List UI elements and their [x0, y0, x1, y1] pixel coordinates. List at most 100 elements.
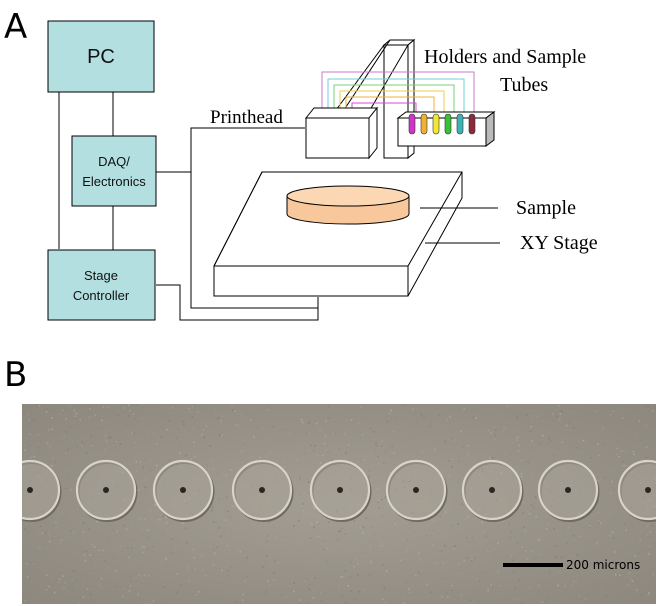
- grain-speck: [218, 596, 221, 599]
- grain-speck: [357, 574, 359, 576]
- grain-speck: [102, 406, 105, 408]
- tube-magenta: [408, 113, 416, 135]
- grain-speck: [106, 567, 109, 569]
- grain-speck: [380, 499, 383, 501]
- grain-speck: [258, 527, 261, 529]
- grain-speck: [614, 598, 617, 600]
- grain-speck: [97, 454, 99, 457]
- grain-speck: [622, 452, 625, 454]
- grain-speck: [538, 584, 540, 587]
- grain-speck: [174, 548, 176, 550]
- grain-speck: [491, 457, 493, 459]
- grain-speck: [227, 569, 229, 572]
- grain-speck: [622, 596, 625, 598]
- grain-speck: [175, 437, 178, 439]
- grain-speck: [26, 530, 29, 532]
- grain-speck: [360, 406, 362, 408]
- grain-speck: [344, 433, 346, 435]
- grain-speck: [128, 590, 131, 592]
- grain-speck: [82, 531, 85, 533]
- grain-speck: [72, 589, 74, 591]
- grain-speck: [516, 416, 518, 418]
- grain-speck: [377, 456, 380, 458]
- grain-speck: [180, 433, 182, 436]
- grain-speck: [129, 410, 131, 412]
- grain-speck: [313, 450, 315, 452]
- grain-speck: [515, 598, 518, 600]
- grain-speck: [545, 417, 548, 419]
- grain-speck: [311, 578, 313, 580]
- grain-speck: [49, 446, 52, 448]
- grain-speck: [648, 405, 650, 408]
- grain-speck: [162, 534, 164, 537]
- grain-speck: [176, 573, 179, 575]
- grain-speck: [596, 542, 598, 544]
- grain-speck: [237, 462, 240, 464]
- grain-speck: [123, 588, 125, 590]
- grain-speck: [355, 601, 358, 603]
- grain-speck: [470, 533, 472, 536]
- grain-speck: [73, 481, 76, 484]
- grain-speck: [381, 440, 383, 443]
- grain-speck: [393, 452, 395, 454]
- grain-speck: [39, 440, 41, 443]
- grain-speck: [520, 473, 522, 475]
- grain-speck: [532, 443, 535, 446]
- grain-speck: [433, 422, 435, 424]
- printed-spot-core: [565, 487, 571, 493]
- grain-speck: [246, 556, 248, 559]
- grain-speck: [202, 428, 205, 431]
- grain-speck: [190, 458, 192, 460]
- grain-speck: [84, 550, 86, 552]
- grain-speck: [166, 521, 168, 524]
- grain-speck: [309, 537, 312, 539]
- grain-speck: [265, 562, 267, 565]
- grain-speck: [114, 534, 116, 537]
- grain-speck: [369, 542, 372, 545]
- grain-speck: [75, 558, 78, 560]
- grain-speck: [359, 555, 362, 557]
- grain-speck: [218, 434, 221, 436]
- grain-speck: [463, 560, 465, 562]
- grain-speck: [635, 421, 638, 424]
- grain-speck: [225, 474, 228, 476]
- grain-speck: [48, 590, 51, 593]
- grain-speck: [457, 523, 459, 525]
- grain-speck: [429, 591, 432, 594]
- grain-speck: [362, 526, 365, 528]
- grain-speck: [613, 551, 616, 553]
- grain-speck: [141, 546, 144, 548]
- grain-speck: [140, 581, 142, 584]
- grain-speck: [128, 404, 130, 407]
- grain-speck: [451, 437, 453, 440]
- grain-speck: [135, 404, 137, 406]
- grain-speck: [521, 483, 524, 485]
- grain-speck: [503, 427, 505, 430]
- printed-spot-core: [259, 487, 265, 493]
- grain-speck: [71, 549, 74, 551]
- grain-speck: [517, 598, 519, 600]
- grain-speck: [221, 415, 224, 418]
- grain-speck: [307, 491, 310, 494]
- grain-speck: [516, 542, 519, 545]
- grain-speck: [296, 417, 298, 420]
- grain-speck: [555, 567, 557, 569]
- grain-speck: [516, 436, 519, 438]
- grain-speck: [350, 419, 353, 421]
- grain-speck: [487, 550, 489, 552]
- grain-speck: [409, 591, 411, 594]
- grain-speck: [217, 582, 220, 585]
- grain-speck: [284, 597, 286, 599]
- grain-speck: [267, 580, 269, 583]
- grain-speck: [327, 405, 330, 408]
- grain-speck: [182, 421, 184, 423]
- grain-speck: [642, 597, 645, 599]
- grain-speck: [332, 422, 335, 424]
- grain-speck: [265, 555, 268, 557]
- grain-speck: [485, 535, 487, 537]
- grain-speck: [621, 450, 623, 453]
- grain-speck: [567, 532, 569, 535]
- grain-speck: [23, 592, 25, 594]
- grain-speck: [155, 442, 158, 445]
- grain-speck: [514, 598, 516, 600]
